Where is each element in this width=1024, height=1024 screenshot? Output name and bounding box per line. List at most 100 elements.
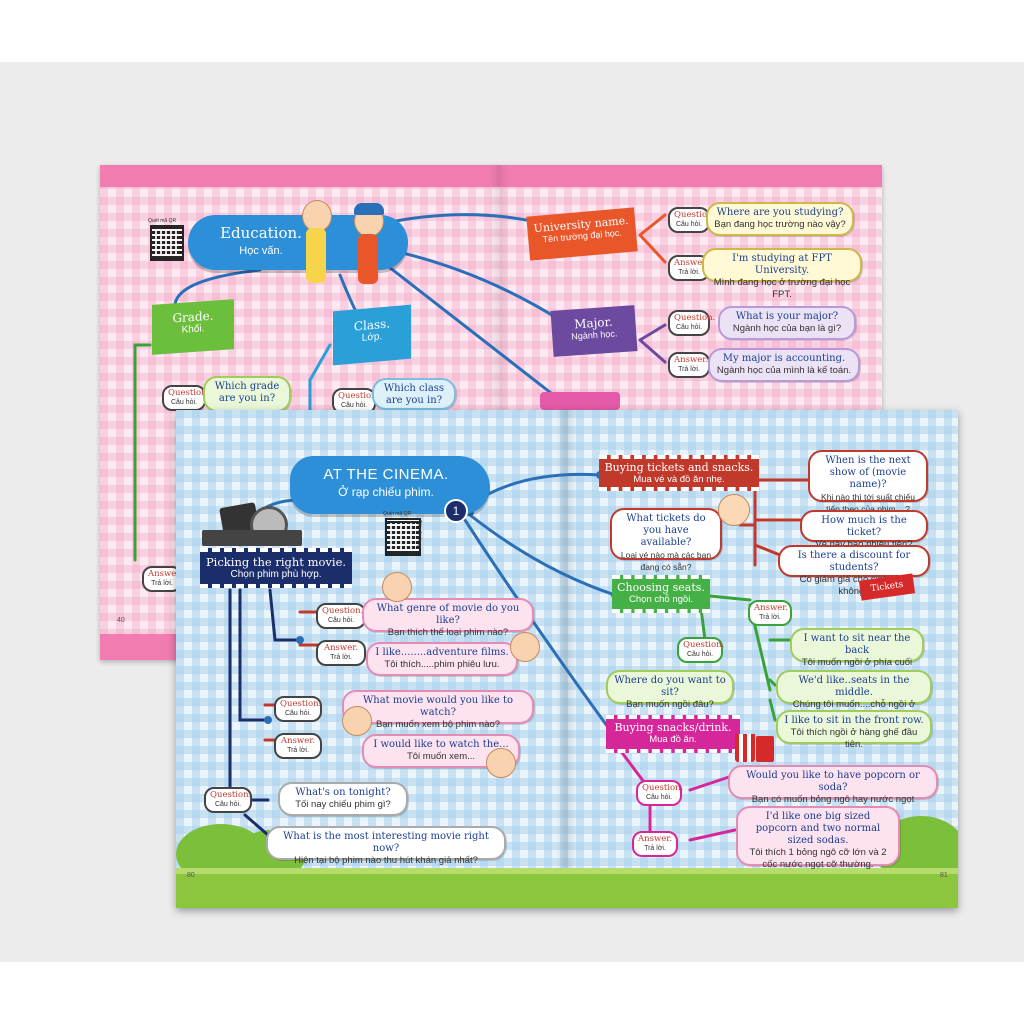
popcorn-question-en: Would you like to have popcorn or soda? <box>746 770 920 793</box>
sit-question-vi: Bạn muốn ngồi đâu? <box>626 699 714 710</box>
major-question-en: What is your major? <box>735 311 839 322</box>
tonight-question-bubble: What's on tonight? Tối nay chiếu phim gì… <box>278 782 408 816</box>
popcorn-answer-vi: Tôi thích 1 bỏng ngô cỡ lớn và 2 cốc nướ… <box>749 847 887 870</box>
grass-strip <box>176 874 958 908</box>
interesting-question-vi: Hiện tại bộ phim nào thu hút khán giả nh… <box>294 855 478 866</box>
major-question-tag: Question.Câu hỏi. <box>668 310 715 336</box>
front-qr-label: Quét mã QR <box>383 511 412 517</box>
next-show-en: When is the next show of (movie name)? <box>825 455 911 490</box>
popcorn-icon <box>735 734 755 762</box>
available-tickets-vi: Loại vé nào mà các bạn đang có sẵn? <box>620 550 712 572</box>
genre-question-vi: Bạn thích thể loại phim nào? <box>387 627 509 638</box>
genre-answer-bubble: I like........adventure films. Tôi thích… <box>366 642 518 676</box>
uni-answer-vi: Mình đang học ở trường đại học FPT. <box>713 277 851 300</box>
watch-question-en: What movie would you like to watch? <box>362 695 513 718</box>
education-node: Education. Học vấn. <box>196 224 326 257</box>
class-question-en: Which class are you in? <box>383 383 445 406</box>
boy-face-icon-2 <box>342 706 372 736</box>
sit-answer-2-bubble: We'd like..seats in the middle. Chúng tô… <box>776 670 932 722</box>
choosing-seats-node: Choosing seats. Chọn chỗ ngồi. <box>612 575 710 613</box>
major-question-bubble: What is your major? Ngành học của bạn là… <box>718 306 856 340</box>
snacks-question-tag: Question.Câu hỏi. <box>636 780 683 806</box>
snacks-title: Buying snacks/drink. <box>614 721 732 734</box>
section-number-badge: 1 <box>444 499 468 523</box>
tonight-question-vi: Tối nay chiếu phim gì? <box>295 799 391 810</box>
next-show-vi: Khi nào thì tới suất chiếu tiếp theo của… <box>821 492 915 514</box>
page-number-40: 40 <box>117 617 125 624</box>
seats-title: Choosing seats. <box>617 581 705 594</box>
sit-answer-1-bubble: I want to sit near the back Tôi muốn ngồ… <box>790 628 924 668</box>
blonde-boy-face-icon <box>718 494 750 526</box>
film-strip-icon <box>202 530 302 546</box>
buying-snacks-node: Buying snacks/drink. Mua đồ ăn. <box>606 715 740 753</box>
genre-question-bubble: What genre of movie do you like? Bạn thí… <box>362 598 534 638</box>
popcorn-answer-en: I'd like one big sized popcorn and two n… <box>755 811 881 846</box>
education-title: Education. <box>220 224 302 242</box>
sit-question-en: Where do you want to sit? <box>614 675 726 698</box>
sit-question-bubble: Where do you want to sit? Bạn muốn ngồi … <box>606 670 734 710</box>
seats-question-tag: Question.Câu hỏi. <box>677 637 724 663</box>
genre-answer-vi: Tôi thích.....phim phiêu lưu. <box>384 659 500 670</box>
major-question-vi: Ngành học của bạn là gì? <box>732 323 842 334</box>
watch-question-tag: Question.Câu hỏi. <box>274 696 322 722</box>
book-fold-front <box>556 410 576 908</box>
genre-answer-tag: Answer.Trả lời. <box>316 640 366 666</box>
discount-bubble: Is there a discount for students? Có giả… <box>778 545 930 597</box>
ticket-price-bubble: How much is the ticket? Vé này bao nhiêu… <box>800 510 928 550</box>
interesting-question-bubble: What is the most interesting movie right… <box>266 826 506 866</box>
watch-question-bubble: What movie would you like to watch? Bạn … <box>342 690 534 730</box>
next-show-bubble: When is the next show of (movie name)? K… <box>808 450 928 514</box>
major-answer-tag: Answer.Trả lời. <box>668 352 710 378</box>
buying-tickets-title: Buying tickets and snacks. <box>604 461 754 474</box>
education-subtitle: Học vấn. <box>239 245 283 257</box>
picking-title: Picking the right movie. <box>205 555 347 569</box>
front-qr-side-label: Tải nội dung <box>416 520 422 548</box>
qr-label: Quét mã QR <box>148 218 177 224</box>
genre-question-en: What genre of movie do you like? <box>376 603 520 626</box>
grade-question-en: Which grade are you in? <box>214 381 280 404</box>
boy-shirt <box>358 234 378 284</box>
buying-tickets-node: Buying tickets and snacks. Mua vé và đồ … <box>599 455 759 491</box>
pink-top-band <box>100 165 882 187</box>
picking-movie-node: Picking the right movie. Chọn phim phù h… <box>200 548 352 588</box>
popcorn-answer-bubble: I'd like one big sized popcorn and two n… <box>736 806 900 870</box>
major-answer-en: My major is accounting. <box>722 353 846 364</box>
tonight-question-en: What's on tonight? <box>295 787 391 798</box>
glasses-boy-face-icon-2 <box>486 748 516 778</box>
ticket-price-en: How much is the ticket? <box>821 515 907 538</box>
major-answer-vi: Ngành học của mình là kế toán. <box>716 365 852 376</box>
watch-answer-tag: Answer.Trả lời. <box>274 733 322 759</box>
available-tickets-bubble: What tickets do you have available? Loại… <box>610 508 722 572</box>
sit-answer-3-bubble: I like to sit in the front row. Tôi thíc… <box>776 710 932 750</box>
genre-answer-en: I like........adventure films. <box>375 647 509 658</box>
snacks-subtitle: Mua đồ ăn. <box>649 734 697 745</box>
sit-answer-1-vi: Tôi muốn ngồi ở phía cuối <box>801 657 913 668</box>
cinema-subtitle: Ở rạp chiếu phim. <box>338 485 434 499</box>
snacks-answer-tag: Answer.Trả lời. <box>632 831 678 857</box>
uni-question-bubble: Where are you studying? Bạn đang học trư… <box>706 202 854 236</box>
sit-answer-1-en: I want to sit near the back <box>803 633 911 656</box>
picking-subtitle: Chọn phim phù hợp. <box>230 569 322 580</box>
boy-cap <box>354 203 384 215</box>
buying-tickets-subtitle: Mua vé và đồ ăn nhẹ. <box>633 474 725 485</box>
qr-code <box>150 225 184 261</box>
front-qr-code <box>385 518 421 556</box>
back-answer-tag: Answer.Trả lời. <box>142 566 182 592</box>
boy-face-icon <box>382 572 412 602</box>
sit-answer-2-en: We'd like..seats in the middle. <box>798 675 910 698</box>
watch-answer-en: I would like to watch the... <box>373 739 509 750</box>
available-tickets-en: What tickets do you have available? <box>626 513 706 548</box>
watch-answer-vi: Tôi muốn xem... <box>406 751 476 762</box>
hidden-node <box>540 392 620 410</box>
tonight-question-tag: Question.Câu hỏi. <box>204 787 252 813</box>
uni-answer-bubble: I'm studying at FPT University. Mình đan… <box>702 248 862 300</box>
ticket-price-vi: Vé này bao nhiêu tiền? <box>808 539 920 551</box>
soda-cup-icon <box>756 736 774 762</box>
seats-subtitle: Chọn chỗ ngồi. <box>629 594 693 605</box>
uni-question-en: Where are you studying? <box>716 207 844 218</box>
major-answer-bubble: My major is accounting. Ngành học của mì… <box>708 348 860 382</box>
page-number-81: 81 <box>940 872 948 879</box>
glasses-boy-face-icon <box>510 632 540 662</box>
cinema-title: AT THE CINEMA. <box>323 466 449 483</box>
